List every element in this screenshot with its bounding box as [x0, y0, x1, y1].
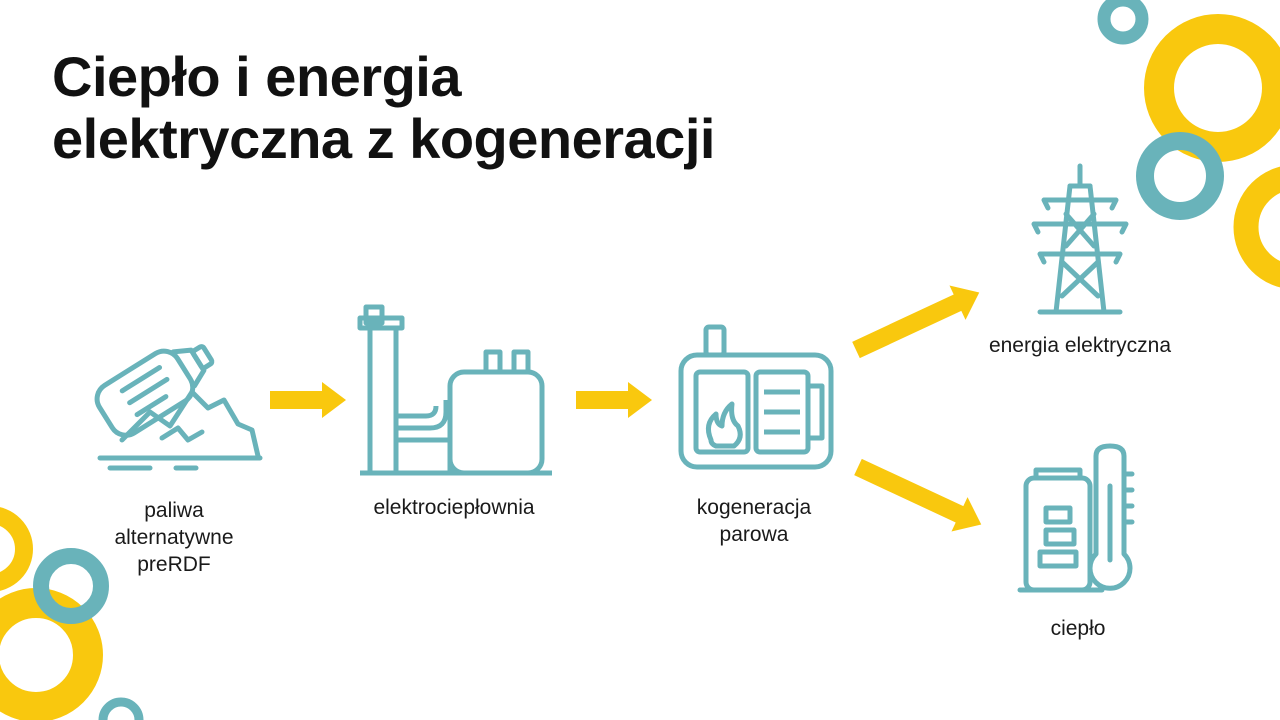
node-label-electric: energia elektryczna [988, 334, 1172, 357]
arrow-cogen-to-heat [854, 458, 982, 532]
ring-yellow-right-partial [1233, 166, 1280, 288]
slide-title-line-2: elektryczna z kogeneracji [52, 107, 715, 170]
ring-yellow-left-mid [0, 507, 33, 591]
node-label-cogen: kogeneracja parowa [696, 496, 812, 546]
power-pylon-icon [1031, 163, 1129, 315]
arrow-plant-to-cogen [576, 382, 652, 418]
steam-generator-icon [678, 324, 834, 470]
radiator-thermometer-icon [1017, 443, 1135, 593]
ring-teal-right [1136, 132, 1224, 220]
ring-yellow-top-right [1144, 14, 1280, 162]
ring-yellow-bottom-left [0, 588, 103, 720]
slide-title-line-1: Ciepło i energia [52, 45, 461, 108]
node-label-fuel: paliwa alternatywne preRDF [114, 499, 234, 576]
node-label-plant: elektrociepłownia [373, 496, 535, 519]
arrow-cogen-to-electric [852, 285, 980, 359]
ring-teal-bottom-left [33, 548, 109, 624]
ring-teal-bottom-small [98, 697, 144, 720]
node-label-heat: ciepło [1050, 617, 1106, 640]
waste-bottle-pile-icon [94, 344, 263, 471]
ring-teal-top-small [1097, 0, 1149, 45]
arrow-fuel-to-plant [270, 382, 346, 418]
power-plant-icon [357, 304, 552, 476]
slide-title: Ciepło i energia elektryczna z kogenerac… [52, 46, 715, 170]
